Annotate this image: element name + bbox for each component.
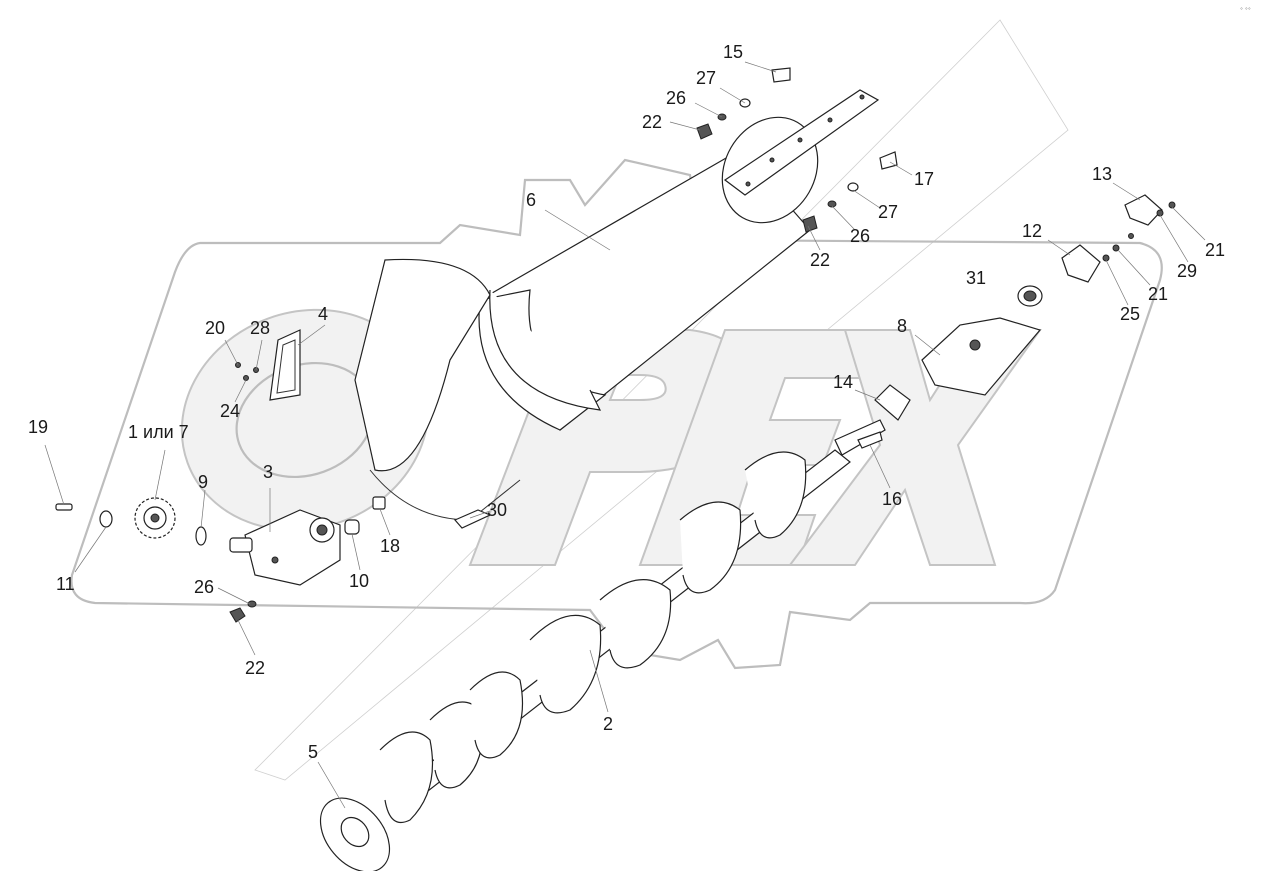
part-22-nut-upper [696, 123, 713, 140]
part-26-washer-mid [827, 200, 837, 208]
part-3-gearbox [229, 509, 341, 586]
part-18-bolt [372, 496, 386, 510]
callout-21-lower: 21 [1148, 284, 1168, 304]
part-30-pin [454, 509, 492, 529]
callout-1-or-7: 1 или 7 [128, 422, 189, 442]
part-24-nut [243, 375, 249, 381]
callout-26-upper: 26 [666, 88, 686, 108]
callout-24: 24 [220, 401, 240, 421]
callout-14: 14 [833, 372, 853, 392]
part-9-ring [195, 526, 207, 546]
part-17-bolt [879, 151, 898, 170]
callout-3: 3 [263, 462, 273, 482]
callout-12: 12 [1022, 221, 1042, 241]
callout-18: 18 [380, 536, 400, 556]
callout-25: 25 [1120, 304, 1140, 324]
callout-labels: 15 27 26 22 17 13 6 27 26 22 12 21 29 31… [28, 42, 1225, 762]
part-5-end-disc [319, 797, 391, 871]
callout-9: 9 [198, 472, 208, 492]
part-21-nut-upper [1168, 201, 1176, 209]
watermark-gear-outline [70, 158, 1163, 670]
callout-8: 8 [897, 316, 907, 336]
part-10-bushing [344, 519, 360, 535]
part-8-bracket [921, 317, 1042, 396]
part-14-plate [874, 384, 911, 421]
callout-30: 30 [487, 500, 507, 520]
part-21-small-nut [1128, 233, 1134, 239]
callout-11: 11 [56, 574, 75, 594]
callout-13: 13 [1092, 164, 1112, 184]
leader-lines [44, 61, 1206, 809]
small-hardware [55, 67, 1176, 623]
part-16-bolt [857, 431, 883, 449]
callout-10: 10 [349, 571, 369, 591]
callout-6: 6 [526, 190, 536, 210]
part-21-nut-lower [1112, 244, 1120, 252]
callout-26-lower: 26 [194, 577, 214, 597]
part-6-cylinder-cover [354, 89, 880, 521]
callout-2: 2 [603, 714, 613, 734]
part-12-flange [1061, 244, 1101, 283]
part-22-nut-lower [229, 607, 246, 623]
callout-19: 19 [28, 417, 48, 437]
callout-28: 28 [250, 318, 270, 338]
callout-26-mid: 26 [850, 226, 870, 246]
corner-mark: ° °° [1240, 7, 1251, 14]
auger-flight-1 [379, 451, 807, 824]
part-4-side-panel [269, 329, 301, 401]
part-1-or-7-sprocket [134, 497, 176, 539]
callout-22-lower: 22 [245, 658, 265, 678]
callout-22-upper: 22 [642, 112, 662, 132]
part-27-washer-mid [847, 182, 859, 192]
callout-29: 29 [1177, 261, 1197, 281]
part-22-nut-mid [802, 215, 818, 233]
part-15-bolt [771, 67, 791, 83]
part-26-washer-lower [247, 600, 257, 608]
callout-4: 4 [318, 304, 328, 324]
callout-15: 15 [723, 42, 743, 62]
callout-22-mid: 22 [810, 250, 830, 270]
callout-31: 31 [966, 268, 986, 288]
callout-21-right: 21 [1205, 240, 1225, 260]
callout-17: 17 [914, 169, 934, 189]
part-13-bearing-cap [1124, 194, 1163, 226]
part-25-washer [1102, 254, 1110, 262]
callout-27-mid: 27 [878, 202, 898, 222]
callout-20: 20 [205, 318, 225, 338]
part-29-washer [1156, 209, 1164, 217]
part-11-washer [99, 510, 113, 528]
callout-16: 16 [882, 489, 902, 509]
callout-5: 5 [308, 742, 318, 762]
part-2-auger [379, 419, 886, 824]
callout-27-upper: 27 [696, 68, 716, 88]
